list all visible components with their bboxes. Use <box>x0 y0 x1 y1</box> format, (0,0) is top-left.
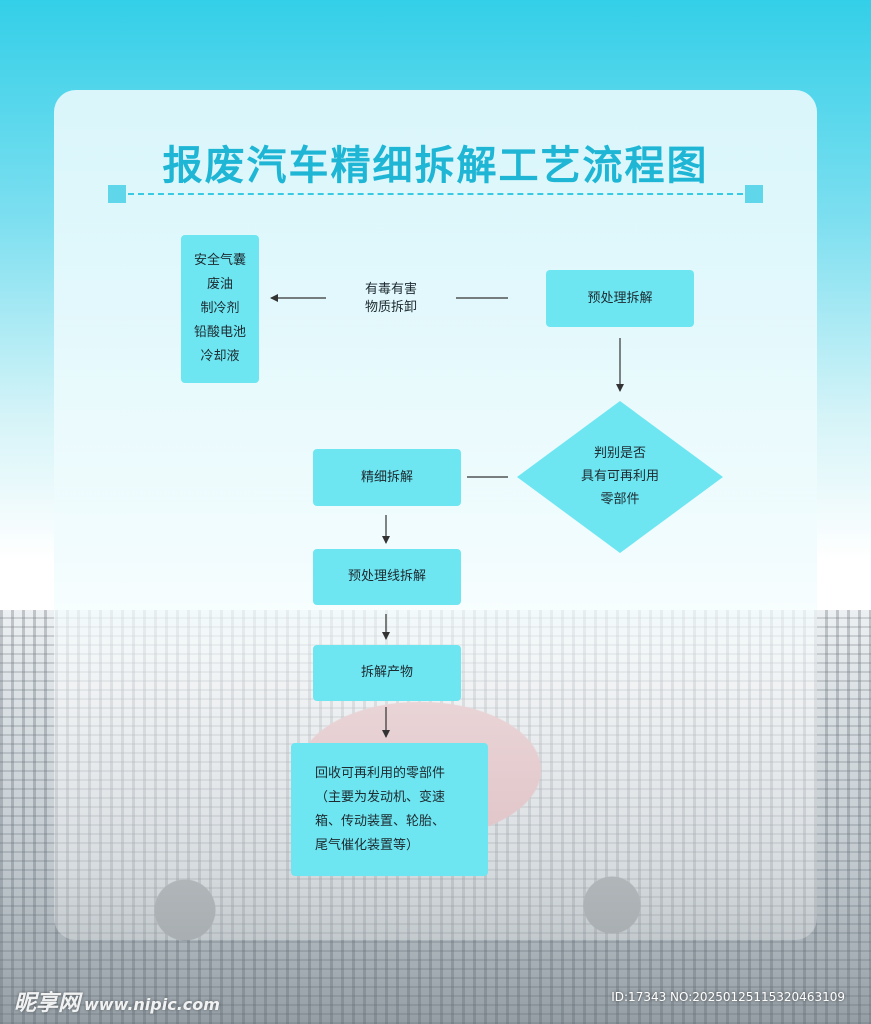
image-id-text: ID:17343 NO:20250125115320463109 <box>611 990 845 1004</box>
hazardous-items-box: 安全气囊 废油 制冷剂 铅酸电池 冷却液 <box>181 235 259 383</box>
hazardous-removal-label: 有毒有害 物质拆卸 <box>364 282 417 315</box>
page-title: 报废汽车精细拆解工艺流程图 <box>162 143 709 189</box>
recyclable-parts-box: 回收可再利用的零部件 （主要为发动机、变速 箱、传动装置、轮胎、 尾气催化装置等… <box>291 743 488 876</box>
recyclable-parts-text: 回收可再利用的零部件 （主要为发动机、变速 箱、传动装置、轮胎、 尾气催化装置等… <box>315 765 446 853</box>
hazardous-items-text: 安全气囊 废油 制冷剂 铅酸电池 冷却液 <box>193 253 246 364</box>
divider-left-square <box>108 185 126 203</box>
fine-disassembly-box: 精细拆解 <box>313 449 461 506</box>
title-divider <box>128 193 743 195</box>
divider-right-square <box>745 185 763 203</box>
watermark-brand: 昵享网 <box>14 991 81 1016</box>
disassembly-products-text: 拆解产物 <box>360 665 413 680</box>
pretreatment-wire-disassembly-box: 预处理线拆解 <box>313 549 461 605</box>
decision-diamond <box>517 401 723 553</box>
fine-disassembly-text: 精细拆解 <box>360 469 413 485</box>
decision-text: 判别是否 具有可再利用 零部件 <box>580 446 659 507</box>
pretreatment-disassembly-text: 预处理拆解 <box>587 290 653 306</box>
watermark-url: www.nipic.com <box>84 995 220 1014</box>
pretreatment-disassembly-box: 预处理拆解 <box>546 270 694 327</box>
pretreatment-wire-disassembly-text: 预处理线拆解 <box>347 569 426 584</box>
disassembly-products-box: 拆解产物 <box>313 645 461 701</box>
